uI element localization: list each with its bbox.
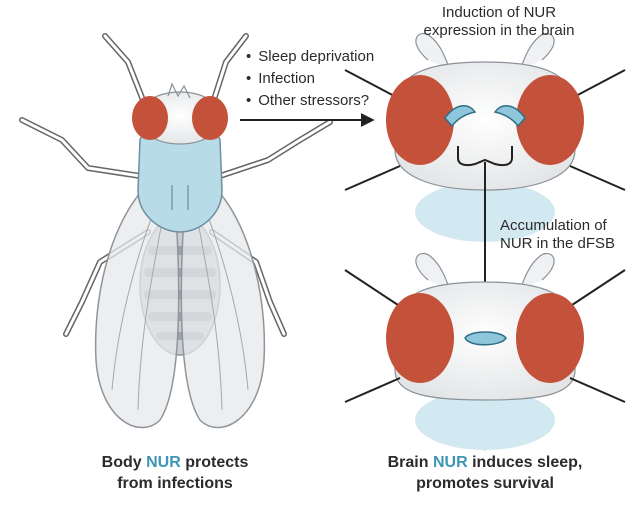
caption-text: protects — [180, 454, 249, 471]
left-caption-line1: Body NUR protects — [60, 452, 290, 473]
fly-right-eye — [192, 96, 228, 140]
fly-head — [132, 82, 228, 145]
caption-text: induces sleep, — [467, 454, 583, 471]
induction-label-line: Induction of NUR — [441, 4, 557, 21]
fly-wings — [94, 173, 266, 429]
induction-label-line: expression in the brain — [423, 22, 575, 39]
trigger-item: Infection — [246, 68, 374, 90]
brain-head-bottom — [344, 252, 626, 450]
nur-highlight: NUR — [146, 454, 181, 471]
right-caption-line1: Brain NUR induces sleep, — [360, 452, 610, 473]
fly-illustration — [19, 33, 333, 429]
fly-left-eye — [132, 96, 168, 140]
trigger-item: Sleep deprivation — [246, 46, 374, 68]
caption-text: Body — [101, 454, 147, 471]
right-caption-line2: promotes survival — [416, 475, 554, 492]
left-caption-line2: from infections — [117, 475, 233, 492]
accumulation-label-line: NUR in the dFSB — [500, 235, 616, 252]
accumulation-label-line: Accumulation of — [500, 217, 607, 234]
induction-label: Induction of NUR expression in the brain — [404, 4, 594, 40]
trigger-list: Sleep deprivation Infection Other stress… — [246, 46, 374, 112]
caption-text: Brain — [387, 454, 433, 471]
right-caption: Brain NUR induces sleep, promotes surviv… — [360, 452, 610, 494]
nur-expression-pattern — [444, 105, 526, 128]
top-left-eye — [386, 75, 454, 165]
nur-highlight: NUR — [432, 454, 468, 471]
nur-dfsb-accumulation — [464, 331, 507, 346]
bottom-left-eye — [386, 293, 454, 383]
trigger-item: Other stressors? — [246, 90, 374, 112]
accumulation-label: Accumulation of NUR in the dFSB — [500, 217, 640, 253]
fly-thorax — [137, 130, 223, 233]
bottom-right-eye — [516, 293, 584, 383]
top-right-eye — [516, 75, 584, 165]
left-caption: Body NUR protects from infections — [60, 452, 290, 494]
